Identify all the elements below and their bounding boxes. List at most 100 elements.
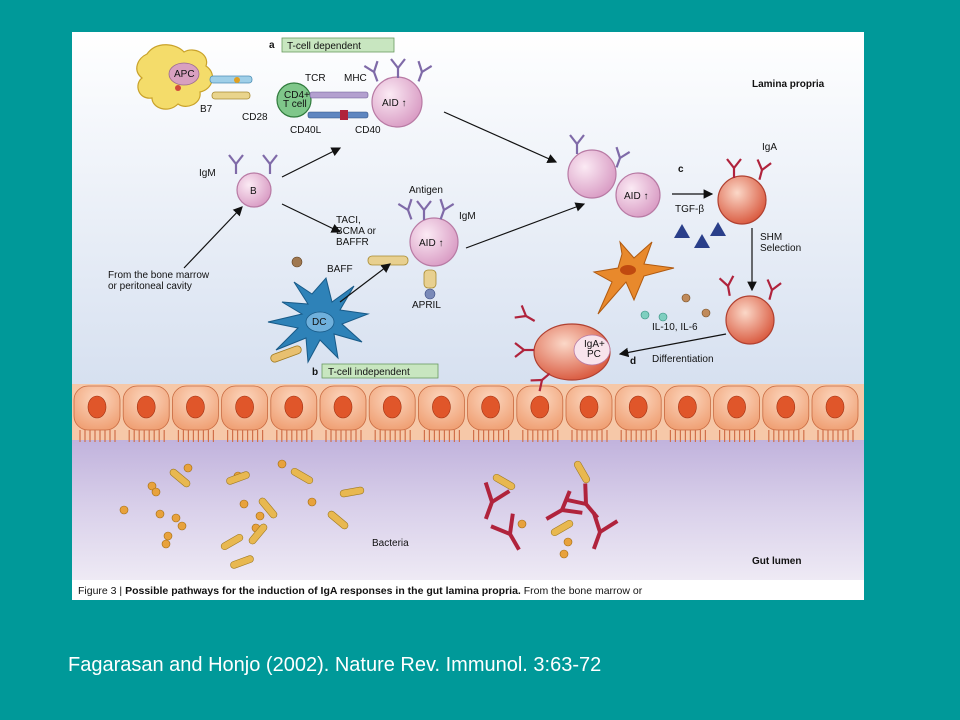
antibody-arm [726, 158, 735, 169]
arrow-a-to-c [443, 111, 558, 163]
cd28-label: CD28 [242, 112, 268, 123]
igm-antibody [228, 154, 244, 174]
antibody-arm [615, 146, 622, 159]
taci-label-1: TACI, [336, 215, 361, 226]
antibody-arm [733, 158, 742, 169]
il-dot-1 [640, 310, 650, 320]
aid-label-b: AID ↑ [419, 238, 443, 249]
cd40l-label: CD40L [290, 125, 322, 136]
iga-pc-label-2: PC [587, 349, 601, 360]
antibody-stem [758, 169, 764, 180]
b-cell-igm [236, 172, 272, 208]
tgf-triangle-3 [710, 222, 726, 236]
il-dot-3 [681, 293, 691, 303]
sc-nucleus [620, 265, 636, 275]
arrow-b-to-t-independent [281, 203, 342, 233]
iga-b-cell-lower [725, 295, 775, 345]
iga-antibody [530, 372, 551, 392]
epithelial-nucleus [678, 395, 697, 419]
rod-bacterium [248, 523, 268, 545]
antibodies-group [228, 58, 782, 551]
iga-antibody [766, 279, 782, 300]
igm-antibody [390, 58, 406, 78]
cd40-label: CD40 [355, 125, 381, 136]
antibody-stem [545, 508, 563, 521]
tgf-triangle-1 [674, 224, 690, 238]
antibody-arm [514, 342, 525, 351]
tgf-label: TGF-β [675, 204, 704, 215]
antibody-stem [591, 531, 602, 550]
panel-b-title: T-cell independent [328, 367, 410, 378]
epithelium-layer [72, 384, 864, 442]
antibody-arm [269, 154, 278, 165]
panel-c-letter: c [678, 164, 684, 175]
antibody-arm [756, 159, 764, 171]
panel-a-title: T-cell dependent [287, 41, 361, 52]
antibody-stem [525, 315, 536, 322]
b-cell-label: B [250, 186, 257, 197]
antibody-arm [423, 200, 432, 211]
antigen-peptide [234, 77, 240, 83]
antibody-arm [406, 198, 413, 211]
rod-bacterium [327, 510, 349, 530]
antibody-arm [483, 481, 494, 503]
tcr-label: TCR [305, 73, 326, 84]
antibody-arm [508, 513, 515, 535]
taci-label-2: BCMA or [336, 226, 377, 237]
plasma-cell-nucleus [573, 334, 611, 366]
panel-b-letter: b [312, 367, 318, 378]
igm-antibody [416, 200, 432, 220]
epithelial-nucleus [776, 395, 796, 419]
baff-receptor [367, 255, 409, 266]
caption-prefix: Figure 3 | [78, 585, 122, 597]
epithelial-nucleus [235, 395, 254, 419]
iga-antibody [514, 342, 534, 358]
rod-bacterium [220, 533, 244, 551]
coccus-bacterium [171, 513, 181, 523]
lamina-propria-label: Lamina propria [752, 79, 825, 90]
rod-bacterium [258, 497, 278, 519]
b-cell-aid-c [615, 172, 661, 218]
apc-granule [175, 85, 181, 91]
cd4-label-line1: CD4+ [284, 90, 310, 101]
gut-lumen-label: Gut lumen [752, 556, 801, 567]
coccus-bacterium [563, 537, 573, 547]
antibody-arm [439, 198, 446, 211]
mhc-receptor [209, 75, 253, 84]
igm-antibody [363, 60, 379, 82]
antibody-arm [443, 203, 455, 211]
iga-b-cell-upper [717, 175, 767, 225]
bone-marrow-label-1: From the bone marrow [108, 270, 210, 281]
coccus-bacterium [155, 509, 165, 519]
antibody-arm [766, 279, 774, 291]
antibody-arm [262, 154, 271, 165]
epithelial-nucleus [284, 395, 304, 419]
epithelial-nucleus [628, 395, 648, 419]
april-label: APRIL [412, 300, 441, 311]
igm-antibody [615, 146, 631, 168]
dc-nucleus [305, 311, 335, 333]
antibody-arm [372, 60, 379, 73]
epithelial-nucleus [136, 395, 156, 419]
igm-antibody [439, 198, 455, 220]
igm-label-right: IgM [459, 211, 476, 222]
antibody-arm [520, 305, 528, 317]
caption-title: Possible pathways for the induction of I… [122, 585, 521, 597]
pathway-arrows [183, 111, 757, 358]
tgf-triangle-2 [694, 234, 710, 248]
antibody-arm [397, 203, 409, 211]
iga-antibody [514, 305, 536, 322]
antibody-arm [761, 162, 772, 171]
antibody-stem [768, 289, 774, 300]
panel-b-title-box [321, 363, 439, 379]
dc-label: DC [312, 317, 326, 328]
antibody-arm [397, 58, 406, 69]
antibody-arm [727, 275, 735, 287]
aid-label-a: AID ↑ [382, 98, 406, 109]
rod-bacterium [226, 471, 250, 485]
secretory-iga [490, 513, 521, 551]
epithelial-nucleus [579, 395, 599, 419]
panel-a-title-box [281, 37, 395, 53]
coccus-bacterium [277, 459, 287, 469]
coccus-bacterium [183, 463, 193, 473]
